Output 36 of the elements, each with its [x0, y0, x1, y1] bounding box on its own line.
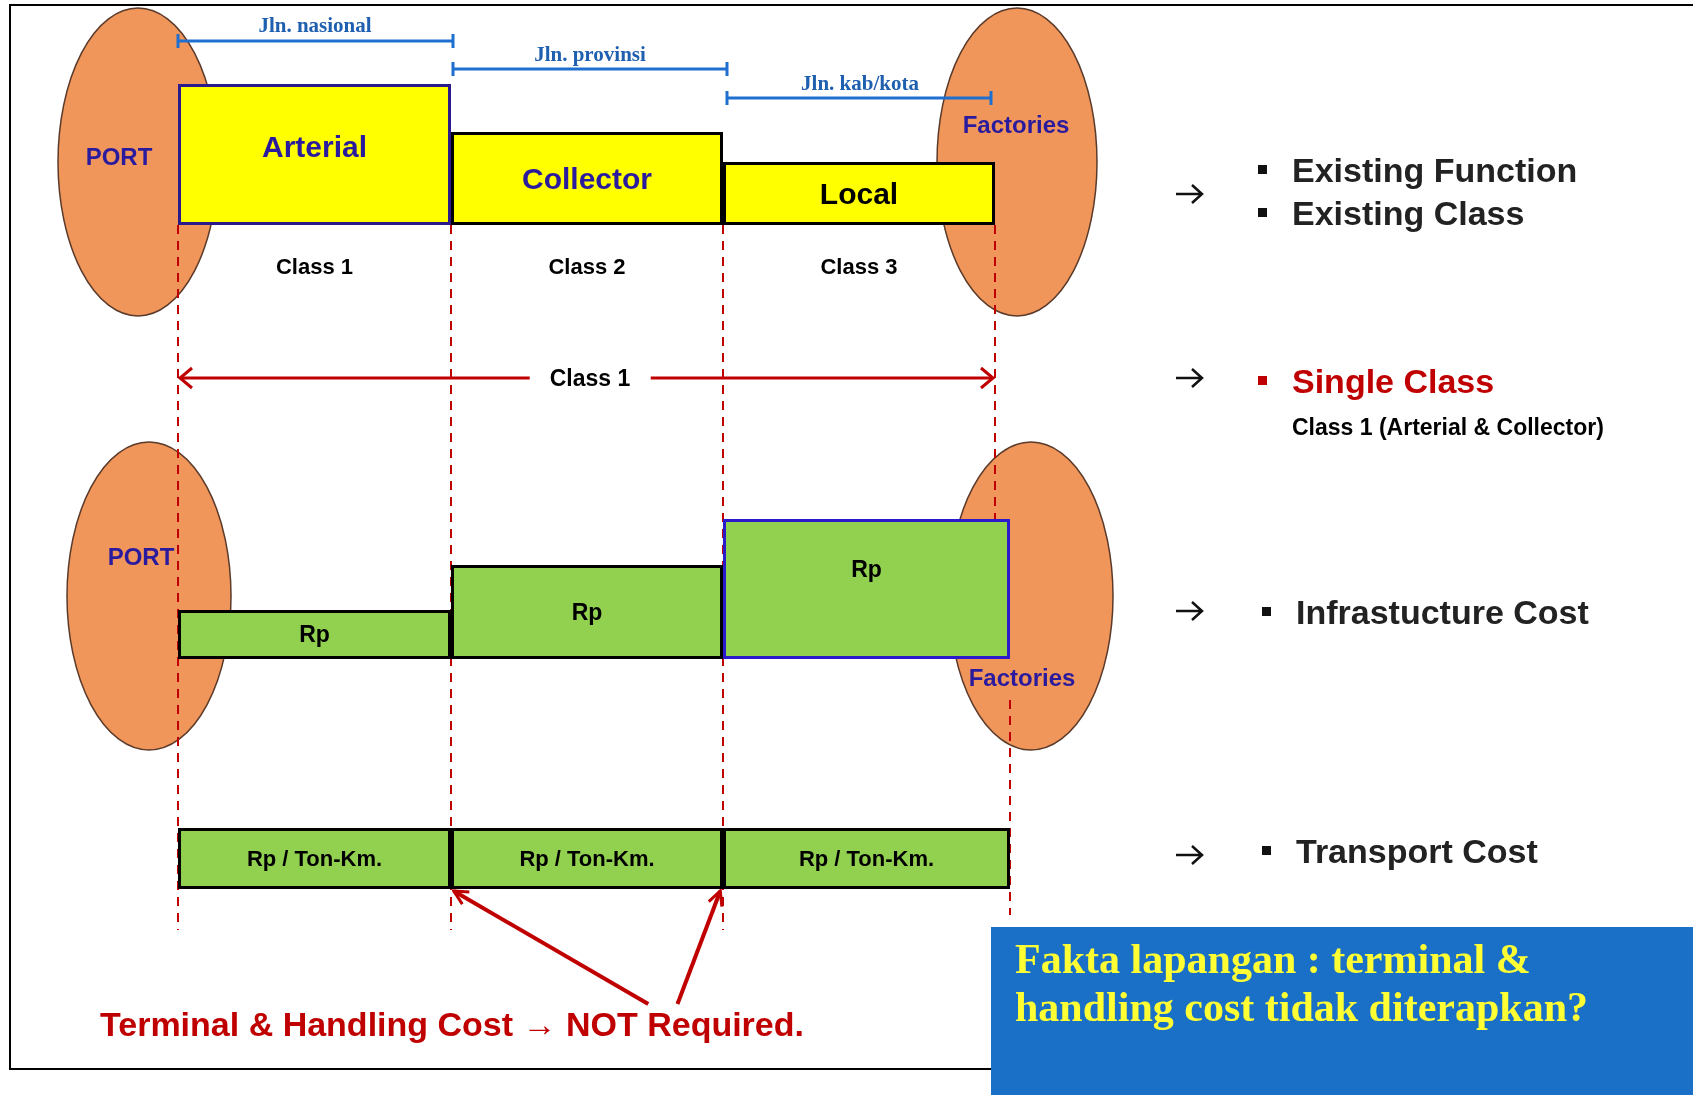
class-label: Class 1	[275, 252, 354, 281]
node-label: PORT	[85, 142, 153, 172]
cost-bar	[723, 828, 1010, 889]
node-label: Terminal & Handling Cost → NOT Required.	[100, 1003, 804, 1045]
node-label: Collector	[522, 161, 652, 197]
node-label: Rp	[299, 620, 330, 650]
note-panel	[991, 927, 1693, 1095]
cost-bar	[723, 519, 1010, 659]
cost-bar	[178, 828, 451, 889]
bullet-text: Infrastucture Cost	[1296, 591, 1589, 633]
node-label: Arterial	[261, 129, 367, 165]
class-label: Class 2	[548, 252, 626, 281]
node-label: Factories	[968, 663, 1076, 693]
bullet-text: Existing Function	[1292, 149, 1578, 191]
sub-text: Class 1 (Arterial & Collector)	[1292, 412, 1604, 442]
bullet-text: Single Class	[1292, 360, 1495, 402]
road-label: Jln. nasional	[258, 12, 372, 40]
cost-bar	[451, 565, 723, 659]
bullet-text: Transport Cost	[1296, 830, 1538, 872]
node-label: Rp / Ton-Km.	[519, 845, 655, 873]
cost-bar	[451, 828, 723, 889]
cost-bar	[178, 610, 451, 659]
node-label: PORT	[107, 542, 175, 572]
node-label: Rp	[851, 554, 882, 584]
node-label: Rp	[571, 597, 603, 627]
node-label: Rp / Ton-Km.	[246, 845, 383, 873]
bullet-text: Existing Class	[1292, 192, 1525, 234]
arrow	[675, 889, 724, 1005]
road-label: Jln. provinsi	[534, 41, 646, 69]
node-label: Rp / Ton-Km.	[798, 845, 935, 873]
arrow	[452, 889, 650, 1006]
node-label: Factories	[962, 110, 1070, 140]
node-label: Local	[819, 176, 899, 212]
class-label: Class 3	[820, 252, 898, 281]
node-label: Fakta lapangan : terminal & handling cost tidak diterapkan?	[1014, 935, 1589, 1031]
road-label: Jln. kab/kota	[801, 70, 919, 98]
